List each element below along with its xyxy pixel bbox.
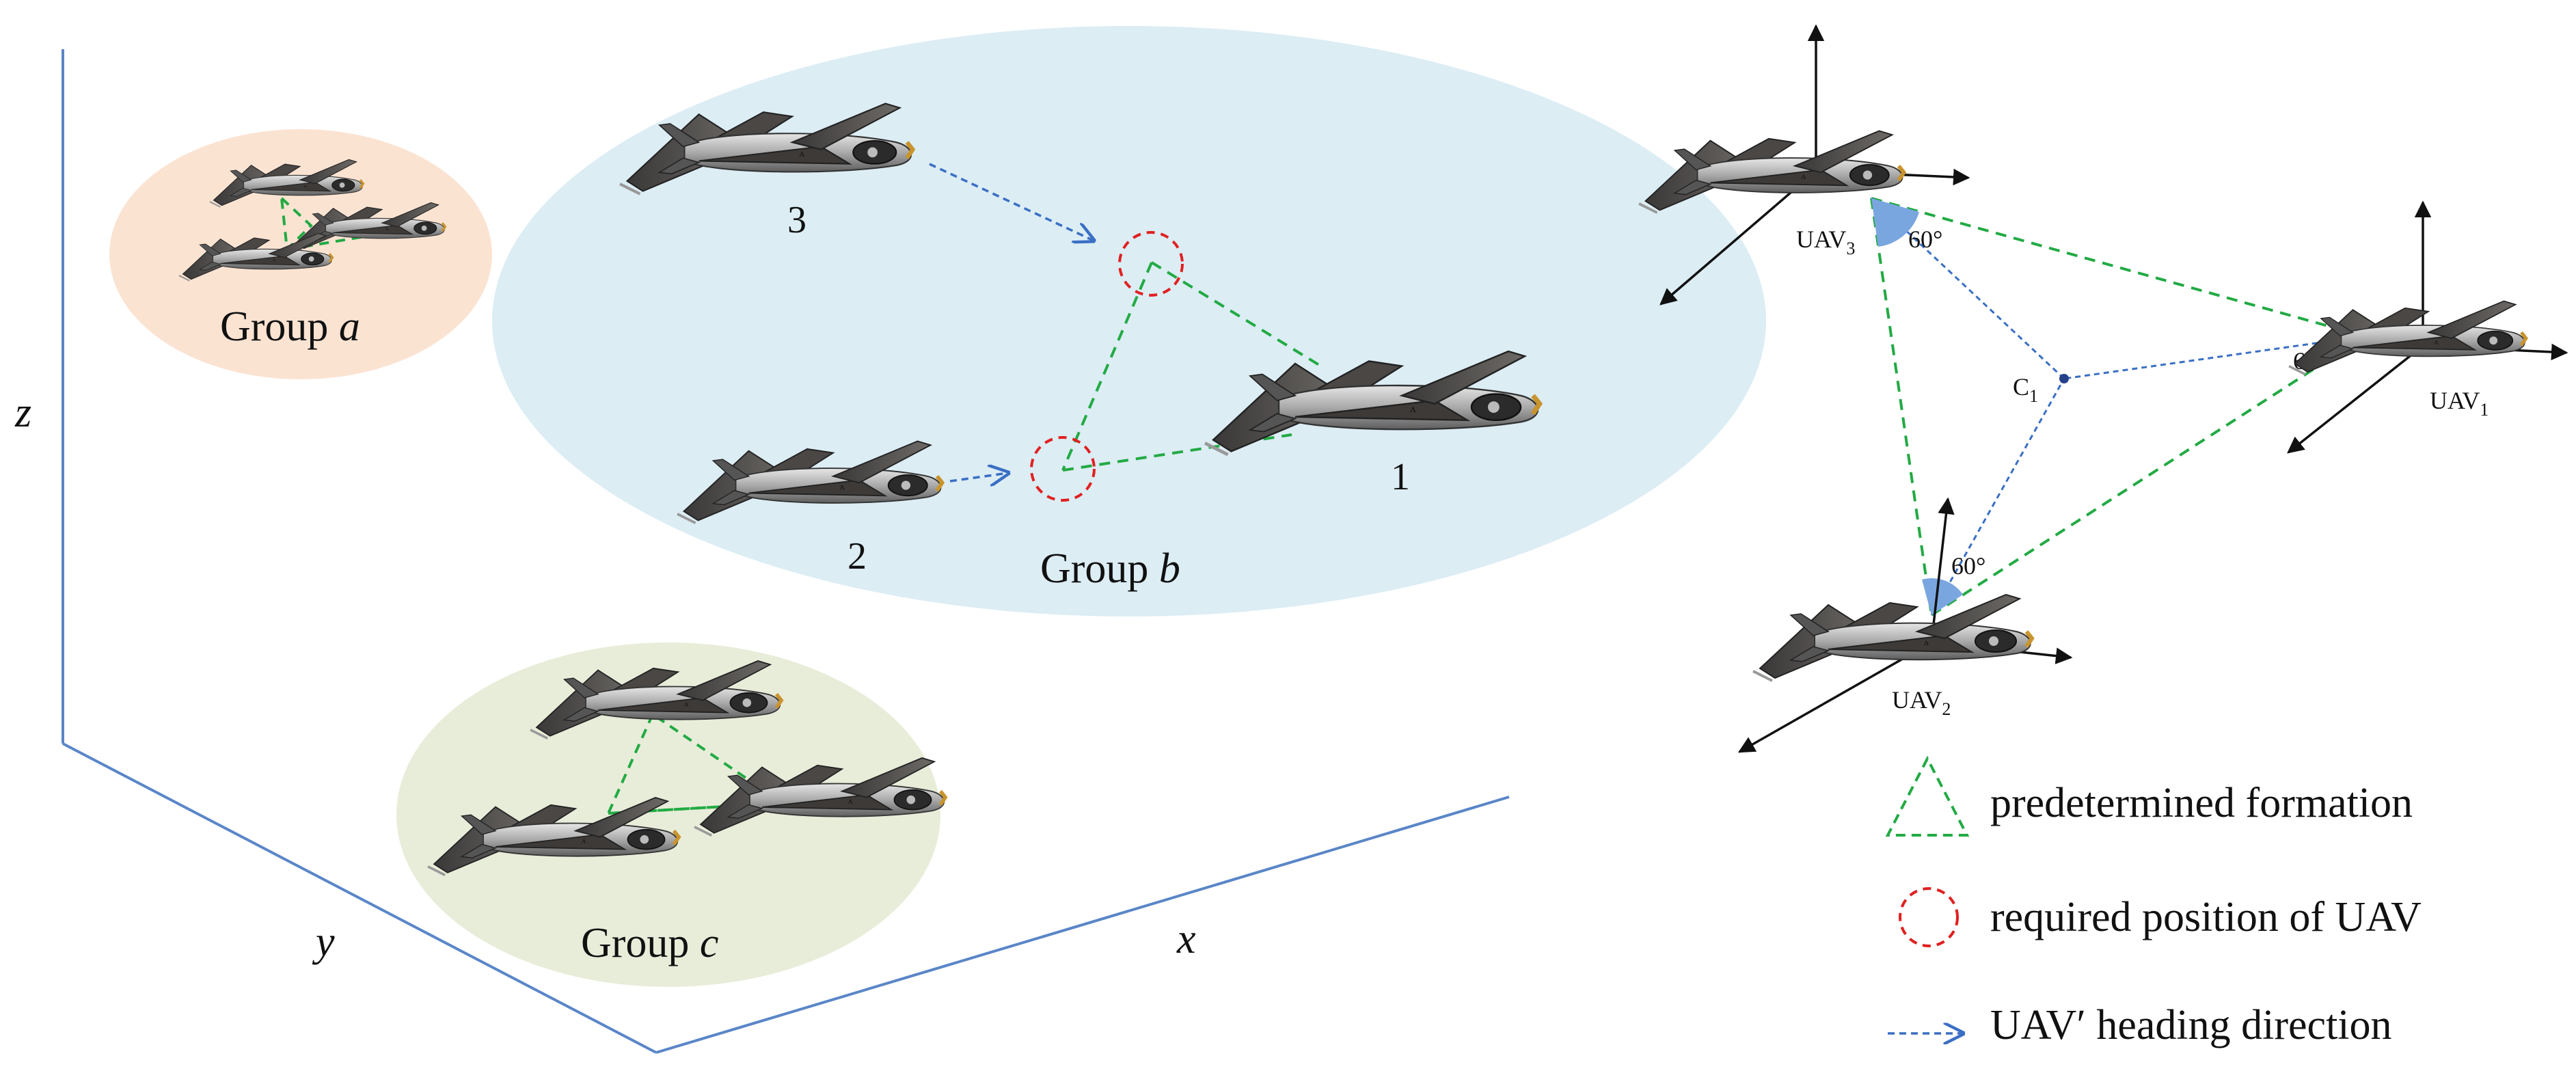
uav1-icon bbox=[2289, 301, 2526, 375]
uav3-body-axes: UAV3 bbox=[1639, 24, 1970, 306]
required-position-3 bbox=[1118, 231, 1184, 297]
heading-arrow-2 bbox=[949, 473, 1008, 481]
uav1-body-axes: UAV1 bbox=[2287, 200, 2568, 454]
uav-number-3: 3 bbox=[787, 199, 806, 241]
uav2-body-axes: UAV2 bbox=[1737, 497, 2073, 753]
required-position-2 bbox=[1030, 436, 1096, 502]
group-c-label: Group c bbox=[581, 920, 718, 966]
legend-formation-text: predetermined formation bbox=[1990, 780, 2413, 826]
uav3-icon bbox=[1639, 131, 1904, 213]
group-c: Group c bbox=[396, 642, 945, 987]
legend: predetermined formation required positio… bbox=[1885, 755, 2422, 1048]
center-point bbox=[2059, 374, 2069, 383]
formation-geometry: C1 60° 60° 60° UAV3 UAV1 bbox=[1639, 24, 2568, 753]
uav1-label: UAV1 bbox=[2430, 387, 2489, 420]
center-label: C1 bbox=[2013, 373, 2038, 406]
angle-wedge-uav3 bbox=[1871, 198, 1919, 247]
legend-required-text: required position of UAV bbox=[1990, 894, 2422, 940]
group-b-label: Group b bbox=[1040, 545, 1180, 592]
axis-y-label: y bbox=[312, 919, 335, 965]
angle-wedge-uav2 bbox=[1922, 578, 1963, 615]
group-a-label: Group a bbox=[220, 303, 360, 350]
legend-formation-symbol bbox=[1885, 755, 1970, 837]
uav3-label: UAV3 bbox=[1796, 226, 1855, 258]
group-b: 3 2 1 Group b bbox=[492, 26, 1766, 616]
angle-label-uav2: 60° bbox=[1951, 552, 1985, 580]
legend-required-symbol bbox=[1899, 887, 1959, 947]
axis-z-label: z bbox=[14, 390, 31, 436]
group-a: Group a bbox=[109, 129, 492, 379]
legend-heading-text: UAV′ heading direction bbox=[1990, 1002, 2392, 1048]
uav-number-2: 2 bbox=[848, 535, 867, 578]
uav2-icon bbox=[1753, 595, 2032, 681]
uav2-label: UAV2 bbox=[1892, 686, 1951, 719]
angle-label-uav3: 60° bbox=[1908, 226, 1942, 253]
axis-x-label: x bbox=[1176, 916, 1196, 962]
uav-number-1: 1 bbox=[1391, 456, 1410, 498]
axes-3d: z y x bbox=[14, 49, 1510, 1054]
